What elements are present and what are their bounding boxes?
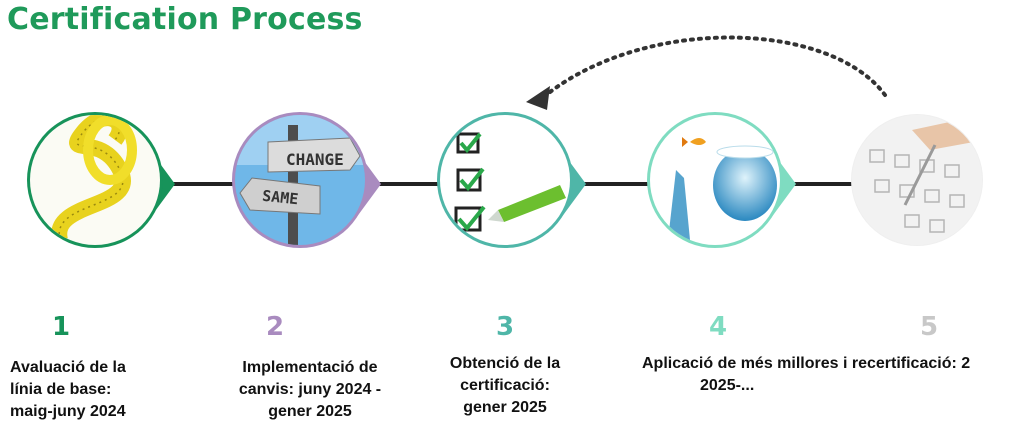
step-2-line-2: canvis: juny 2024 - xyxy=(238,381,382,398)
step-2-icon: CHANGE SAME xyxy=(232,112,381,248)
step-3-number: 3 xyxy=(496,312,515,342)
return-arrow-head xyxy=(526,86,550,110)
page-title: Certification Process xyxy=(7,2,363,37)
step-3-description: Obtenció de la certificació: gener 2025 xyxy=(430,353,580,419)
step-2-number: 2 xyxy=(266,312,285,342)
step-1-description: Avaluació de la línia de base: maig-juny… xyxy=(10,357,170,423)
step-5-number: 5 xyxy=(920,312,939,342)
step-1-number: 1 xyxy=(52,312,71,342)
step-3-line-1: Obtenció de la xyxy=(449,355,561,372)
step-4-line-1: Aplicació de més millores i recertificac… xyxy=(642,355,971,372)
step-1-line-3: maig-juny 2024 xyxy=(10,403,126,420)
step-4-icon xyxy=(647,112,796,248)
step-2-description: Implementació de canvis: juny 2024 - gen… xyxy=(220,357,400,423)
step-3-line-2: certificació: xyxy=(460,377,550,394)
step-1-icon xyxy=(27,112,175,248)
step-3-line-3: gener 2025 xyxy=(463,399,547,416)
step-3-icon xyxy=(437,112,586,248)
step-4-description: Aplicació de més millores i recertificac… xyxy=(642,353,1022,397)
step-1-line-1: Avaluació de la xyxy=(10,359,126,376)
step-4-number: 4 xyxy=(709,312,728,342)
step-1-line-2: línia de base: xyxy=(10,381,112,398)
step-5-icon xyxy=(851,114,983,246)
return-arrow xyxy=(538,35,887,102)
step-4-line-2: 2025-... xyxy=(700,377,755,394)
sign-same-label: SAME xyxy=(261,187,299,209)
sign-change-label: CHANGE xyxy=(286,150,344,169)
step-2-line-1: Implementació de xyxy=(242,359,378,376)
step-2-line-3: gener 2025 xyxy=(268,403,352,420)
